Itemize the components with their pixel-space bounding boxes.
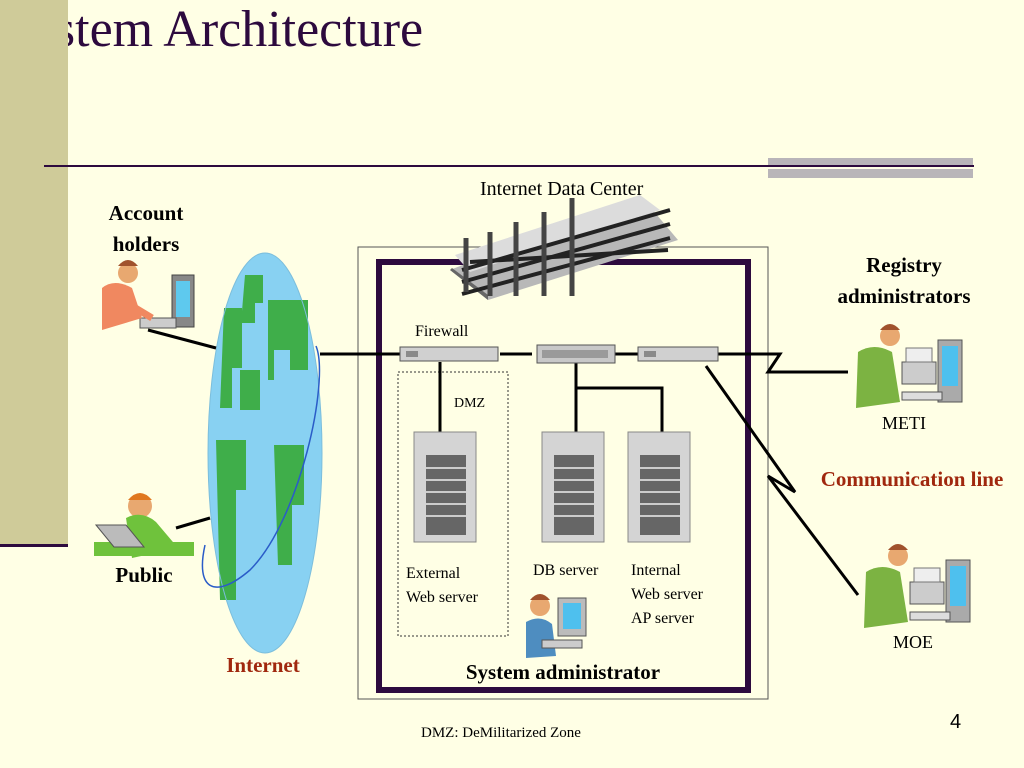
link-moe xyxy=(704,365,860,596)
firewall-device-icon xyxy=(399,346,499,362)
network-switch-icon xyxy=(536,344,616,364)
link-meti xyxy=(718,352,848,374)
dmz-label: DMZ xyxy=(454,396,486,411)
footnote: DMZ: DeMilitarized Zone xyxy=(421,725,581,741)
title-underline-accent-top xyxy=(768,158,973,165)
link-public xyxy=(175,516,211,530)
page-title: System Architecture xyxy=(0,1,424,58)
external-web-server-label-line2: Web server xyxy=(406,589,479,606)
external-web-server-icon xyxy=(413,431,477,543)
link-account-holders xyxy=(147,328,217,350)
meti-label: METI xyxy=(882,413,926,433)
internal-server-label-line3: AP server xyxy=(631,610,694,627)
left-accent-bar xyxy=(0,0,68,545)
title-underline-accent-bottom xyxy=(768,169,973,178)
communication-line-label: Communication line xyxy=(820,467,1004,491)
public-label: Public xyxy=(115,563,173,587)
internal-server-label-line1: Internal xyxy=(631,562,681,579)
meti-administrator-person-icon xyxy=(856,324,963,408)
page-number: 4 xyxy=(950,711,962,733)
moe-administrator-person-icon xyxy=(864,544,971,628)
left-accent-line xyxy=(0,544,68,547)
moe-label: MOE xyxy=(893,632,933,652)
link-switch-internal xyxy=(576,386,664,432)
internal-server-icon xyxy=(627,431,691,543)
registry-administrators-label: Registry administrators xyxy=(837,253,971,308)
title-underline xyxy=(44,165,974,167)
account-holder-person-icon xyxy=(102,260,195,330)
internal-server-label-line2: Web server xyxy=(631,586,704,603)
db-server-label: DB server xyxy=(533,562,599,579)
public-person-laptop-icon xyxy=(94,493,194,558)
internet-orbit-line xyxy=(201,345,321,588)
internal-firewall-device-icon xyxy=(637,346,719,362)
firewall-label: Firewall xyxy=(415,323,469,340)
dmz-zone-box xyxy=(397,371,509,637)
account-holders-label: Account holders xyxy=(108,201,184,256)
external-web-server-label-line1: External xyxy=(406,565,461,582)
internet-label: Internet xyxy=(226,653,300,677)
data-center-label: Internet Data Center xyxy=(480,178,644,200)
db-server-icon xyxy=(541,431,605,543)
internet-globe-icon xyxy=(207,252,323,654)
data-center-building-icon xyxy=(450,195,678,300)
system-administrator-label: System administrator xyxy=(465,660,661,684)
system-administrator-person-icon xyxy=(526,594,587,658)
